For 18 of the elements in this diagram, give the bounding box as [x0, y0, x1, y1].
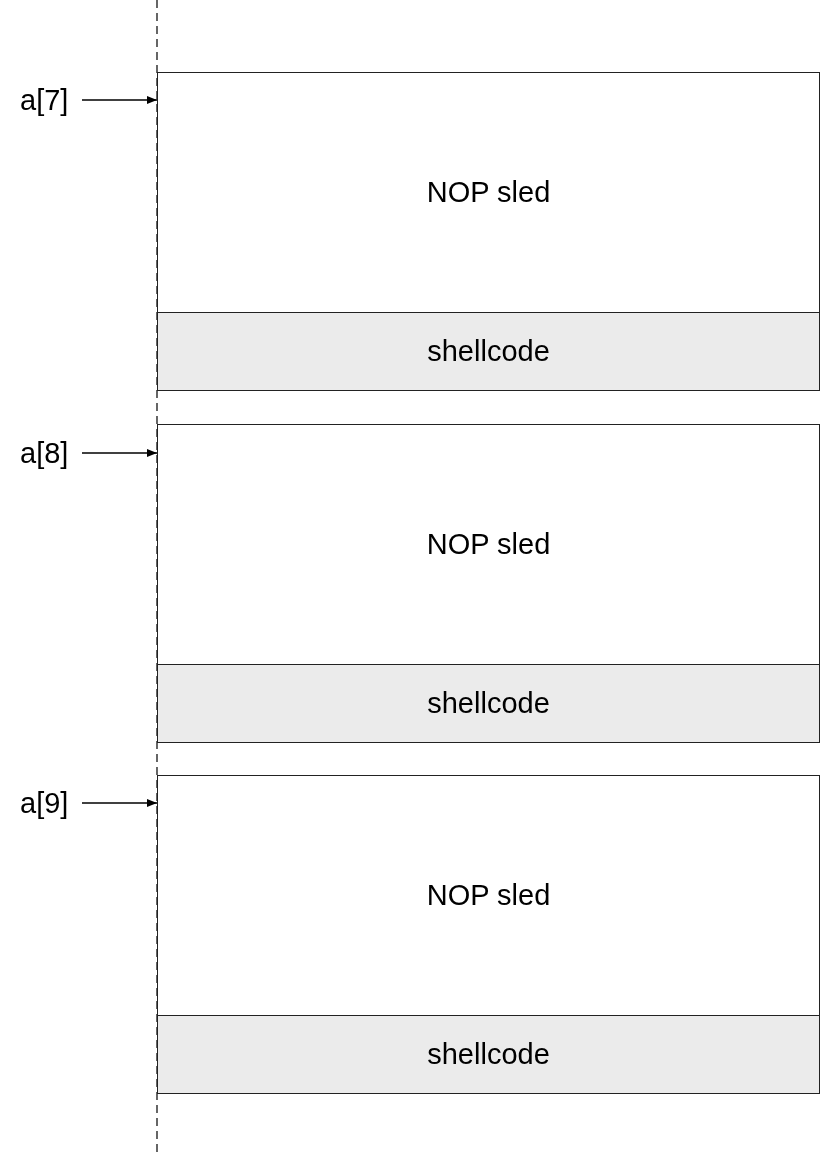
block-label: shellcode [427, 1038, 550, 1071]
block-label: NOP sled [426, 176, 551, 209]
block-label: NOP sled [426, 879, 551, 912]
pointer-label: a[8] [20, 436, 69, 470]
block-label: shellcode [427, 335, 550, 368]
memory-block [157, 72, 820, 313]
shellcode-block [157, 664, 820, 743]
memory-block [157, 424, 820, 665]
arrow [81, 96, 158, 104]
memory-block [157, 775, 820, 1016]
shellcode-block [157, 312, 820, 391]
arrow [81, 449, 158, 457]
pointer-label: a[9] [20, 786, 69, 820]
block-label: NOP sled [426, 528, 551, 561]
pointer-label: a[7] [20, 83, 69, 117]
shellcode-block [157, 1015, 820, 1094]
arrow [81, 799, 158, 807]
block-label: shellcode [427, 687, 550, 720]
